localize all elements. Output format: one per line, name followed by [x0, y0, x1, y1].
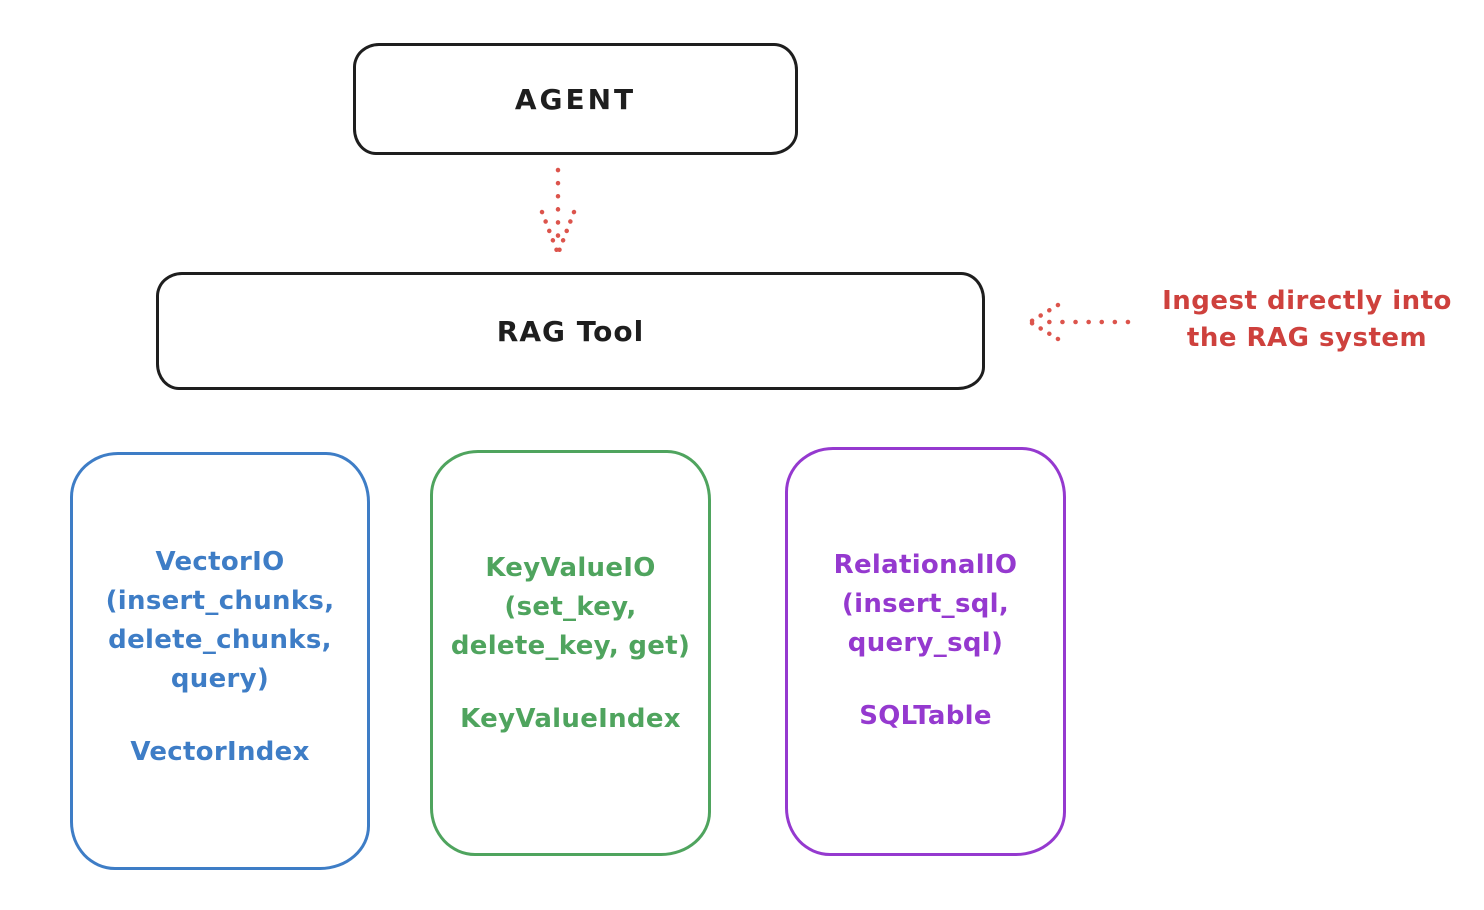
- keyvalue-io-methods: KeyValueIO (set_key, delete_key, get): [450, 553, 691, 661]
- ingest-arrow: [1027, 302, 1131, 342]
- agent-label: AGENT: [514, 82, 637, 116]
- keyvalue-io-index-label: KeyValueIndex: [460, 704, 681, 734]
- vector-io-index-label: VectorIndex: [130, 737, 310, 767]
- agent-node: AGENT: [353, 43, 798, 155]
- relational-io-box: RelationalIO (insert_sql, query_sql) SQL…: [785, 447, 1066, 856]
- ingest-annotation: Ingest directly into the RAG system: [1162, 286, 1452, 353]
- relational-io-methods: RelationalIO (insert_sql, query_sql): [833, 550, 1018, 658]
- rag-tool-node: RAG Tool: [156, 272, 985, 390]
- relational-io-index-label: SQLTable: [859, 701, 992, 731]
- vector-io-methods: VectorIO (insert_chunks, delete_chunks, …: [105, 547, 335, 694]
- vector-io-box: VectorIO (insert_chunks, delete_chunks, …: [70, 452, 370, 870]
- keyvalue-io-box: KeyValueIO (set_key, delete_key, get) Ke…: [430, 450, 711, 856]
- rag-tool-label: RAG Tool: [496, 314, 645, 348]
- agent-to-ragtool-arrow: [539, 167, 577, 254]
